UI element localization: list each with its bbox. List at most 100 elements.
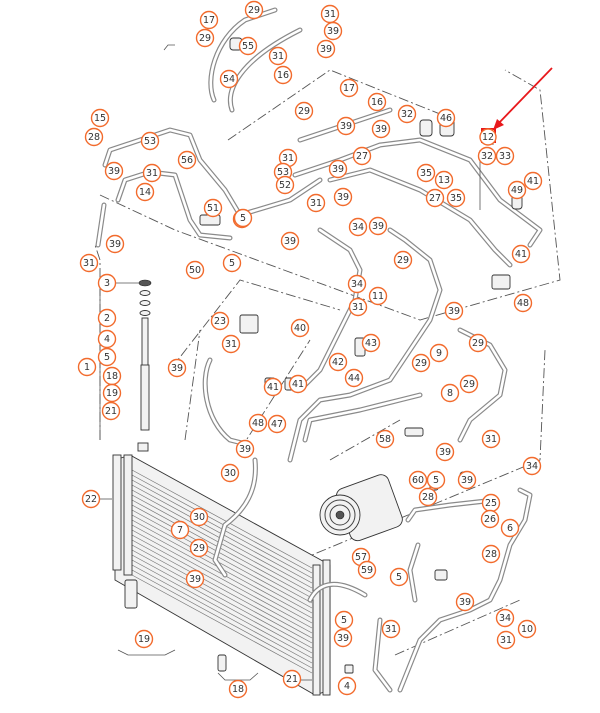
callout-number: 22 bbox=[85, 494, 97, 505]
callout-circle bbox=[496, 630, 516, 650]
callout-circle bbox=[221, 334, 241, 354]
callout-circle bbox=[220, 463, 240, 483]
callout-circle bbox=[195, 28, 215, 48]
callout-number: 46 bbox=[440, 113, 452, 124]
part-callout-29: 29 bbox=[195, 28, 215, 48]
callout-number: 48 bbox=[252, 418, 264, 429]
callout-circle bbox=[228, 679, 248, 699]
refrigerant-lines bbox=[95, 7, 543, 693]
part-callout-31: 31 bbox=[496, 630, 516, 650]
callout-number: 5 bbox=[396, 572, 402, 583]
callout-number: 31 bbox=[324, 9, 336, 20]
callout-number: 31 bbox=[146, 168, 158, 179]
callout-number: 34 bbox=[351, 279, 363, 290]
callout-number: 39 bbox=[337, 192, 349, 203]
callout-number: 1 bbox=[84, 362, 90, 373]
callout-circle bbox=[481, 544, 501, 564]
part-callout-16: 16 bbox=[367, 92, 387, 112]
part-callout-39: 39 bbox=[371, 119, 391, 139]
callout-number: 39 bbox=[459, 597, 471, 608]
part-callout-39: 39 bbox=[316, 39, 336, 59]
part-callout-59: 59 bbox=[357, 560, 377, 580]
callout-number: 18 bbox=[106, 371, 118, 382]
callout-circle bbox=[81, 489, 101, 509]
callout-number: 60 bbox=[412, 475, 424, 486]
callout-circle bbox=[375, 429, 395, 449]
callout-number: 56 bbox=[181, 155, 193, 166]
part-callout-41: 41 bbox=[263, 377, 283, 397]
callout-number: 31 bbox=[485, 434, 497, 445]
part-callout-1: 1 bbox=[77, 357, 97, 377]
callout-number: 18 bbox=[232, 684, 244, 695]
callout-number: 5 bbox=[229, 258, 235, 269]
callout-circle bbox=[381, 619, 401, 639]
part-callout-32: 32 bbox=[477, 146, 497, 166]
condenser-fin bbox=[131, 539, 313, 639]
part-callout-19: 19 bbox=[102, 383, 122, 403]
part-callout-39: 39 bbox=[280, 231, 300, 251]
callout-number: 27 bbox=[429, 193, 441, 204]
part-callout-18: 18 bbox=[102, 366, 122, 386]
callout-number: 28 bbox=[485, 549, 497, 560]
part-callout-18: 18 bbox=[228, 679, 248, 699]
callout-number: 42 bbox=[332, 357, 344, 368]
part-callout-42: 42 bbox=[328, 352, 348, 372]
callout-circle bbox=[336, 116, 356, 136]
callout-number: 31 bbox=[282, 153, 294, 164]
callout-circle bbox=[348, 297, 368, 317]
callout-circle bbox=[288, 374, 308, 394]
part-callout-4: 4 bbox=[337, 676, 357, 696]
callout-number: 31 bbox=[385, 624, 397, 635]
part-callout-40: 40 bbox=[290, 318, 310, 338]
callout-circle bbox=[436, 108, 456, 128]
refrigerant-pipe-inner bbox=[103, 128, 322, 217]
callout-number: 13 bbox=[438, 175, 450, 186]
callout-number: 48 bbox=[517, 298, 529, 309]
callout-circle bbox=[199, 10, 219, 30]
callout-circle bbox=[416, 163, 436, 183]
part-callout-32: 32 bbox=[397, 104, 417, 124]
callout-number: 16 bbox=[277, 70, 289, 81]
callout-circle bbox=[222, 253, 242, 273]
callout-circle bbox=[457, 470, 477, 490]
callout-number: 39 bbox=[108, 166, 120, 177]
part-callout-17: 17 bbox=[199, 10, 219, 30]
callout-circle bbox=[500, 518, 520, 538]
condenser-fin bbox=[131, 499, 313, 599]
callout-number: 41 bbox=[515, 249, 527, 260]
callout-circle bbox=[344, 368, 364, 388]
part-callout-39: 39 bbox=[336, 116, 356, 136]
callout-number: 15 bbox=[94, 113, 106, 124]
callout-circle bbox=[235, 439, 255, 459]
callout-circle bbox=[418, 487, 438, 507]
callout-circle bbox=[480, 509, 500, 529]
part-callout-14: 14 bbox=[135, 182, 155, 202]
callout-number: 39 bbox=[337, 633, 349, 644]
callout-number: 31 bbox=[83, 258, 95, 269]
callout-circle bbox=[507, 180, 527, 200]
condenser-fin bbox=[131, 574, 313, 674]
callout-circle bbox=[517, 619, 537, 639]
callout-circle bbox=[339, 78, 359, 98]
part-callout-41: 41 bbox=[511, 244, 531, 264]
part-callout-41: 41 bbox=[288, 374, 308, 394]
part-callout-19: 19 bbox=[134, 629, 154, 649]
callout-circle bbox=[167, 358, 187, 378]
refrigerant-pipe-inner bbox=[406, 498, 497, 522]
callout-number: 29 bbox=[463, 379, 475, 390]
callout-circle bbox=[170, 520, 190, 540]
part-callout-16: 16 bbox=[273, 65, 293, 85]
callout-circle bbox=[185, 260, 205, 280]
refrigerant-pipe bbox=[202, 357, 253, 448]
callout-number: 17 bbox=[343, 83, 355, 94]
condenser-fin bbox=[131, 549, 313, 649]
refrigerant-pipe-inner bbox=[96, 203, 106, 247]
callout-number: 41 bbox=[527, 176, 539, 187]
part-callout-25: 25 bbox=[481, 493, 501, 513]
callout-number: 39 bbox=[372, 221, 384, 232]
callout-circle bbox=[275, 175, 295, 195]
part-callout-21: 21 bbox=[282, 669, 302, 689]
callout-number: 5 bbox=[433, 475, 439, 486]
callout-circle bbox=[444, 301, 464, 321]
callout-number: 33 bbox=[499, 151, 511, 162]
